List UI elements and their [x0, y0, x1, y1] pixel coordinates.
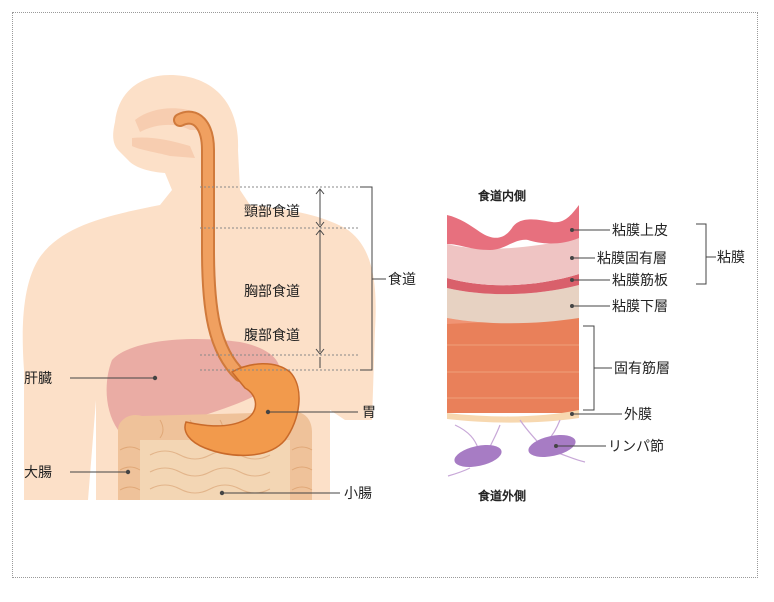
mucosa-bracket: [696, 223, 707, 285]
muscularis-propria-layer: [447, 318, 579, 413]
epithelium-layer: [447, 205, 579, 250]
small-intestine-dot: [219, 490, 225, 496]
thoracic-esophagus-label: 胸部食道: [244, 283, 300, 300]
muscularis-mucosae-layer: [447, 274, 579, 295]
lymph-node-dot: [554, 444, 558, 448]
lymph-node-2: [528, 435, 576, 457]
adventitia-dot: [570, 412, 574, 416]
lamina-propria-dot: [570, 256, 574, 260]
esophagus-section-markers: [200, 186, 386, 371]
large-intestine-label: 大腸: [24, 465, 52, 481]
muscularis-propria-bracket: [583, 325, 595, 411]
lamina-propria-layer: [447, 238, 579, 286]
epithelium-dot: [570, 228, 574, 232]
inner-side-label: 食道内側: [477, 188, 526, 203]
lymph-node-1: [454, 445, 502, 467]
cervical-esophagus-label: 頸部食道: [244, 203, 300, 220]
layer-label-epithelium: 粘膜上皮: [612, 223, 668, 239]
liver-label: 肝臓: [24, 371, 52, 387]
stomach-label: 胃: [362, 405, 376, 421]
adventitia-layer: [447, 410, 579, 423]
outer-side-label: 食道外側: [477, 488, 526, 503]
layer-label-muscularis-mucosae: 粘膜筋板: [612, 272, 668, 289]
mouth-cavity: [132, 137, 195, 158]
muscularis-mucosae-dot: [570, 278, 574, 282]
esophagus-label: 食道: [388, 271, 416, 288]
figure-frame: [12, 12, 758, 578]
stomach-dot: [265, 409, 271, 415]
layer-label-lamina-propria: 粘膜固有層: [597, 251, 667, 267]
mucosa-group-label: 粘膜: [717, 250, 745, 266]
layer-label-muscularis-propria: 固有筋層: [614, 360, 670, 377]
abdominal-esophagus-label: 腹部食道: [244, 327, 300, 344]
large-intestine-dot: [125, 469, 131, 475]
submucosa-dot: [570, 304, 574, 308]
small-intestine-label: 小腸: [344, 486, 372, 502]
stomach-shape: [184, 363, 300, 457]
layer-label-adventitia: 外膜: [624, 407, 652, 423]
layer-label-lymph-node: リンパ節: [608, 438, 664, 455]
esophagus-fill: [175, 112, 245, 380]
esophageal-wall-section: [447, 205, 579, 423]
submucosa-layer: [447, 285, 579, 324]
layer-label-submucosa: 粘膜下層: [612, 299, 668, 315]
liver-dot: [152, 375, 158, 381]
